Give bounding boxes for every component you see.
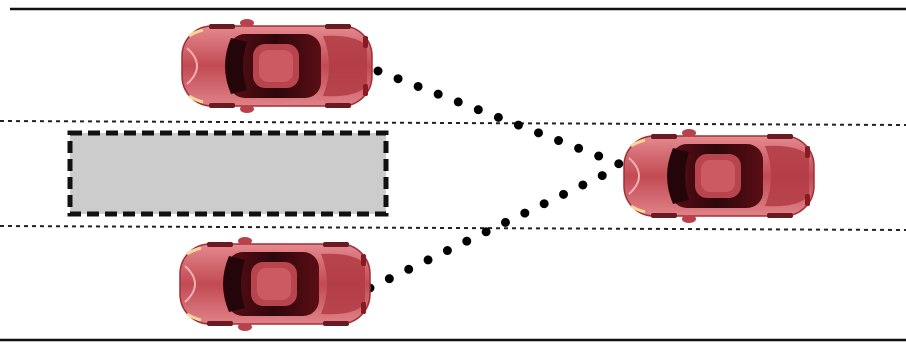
lane-marking-lower (0, 225, 906, 231)
car-top-view-icon (180, 17, 374, 115)
trajectory-lower (365, 162, 625, 293)
lane-marking-upper (0, 120, 906, 126)
obstacle-region (67, 130, 389, 217)
trajectory-upper (373, 66, 627, 170)
car-top-view-icon (622, 127, 816, 225)
car-top-view-icon (178, 235, 372, 333)
